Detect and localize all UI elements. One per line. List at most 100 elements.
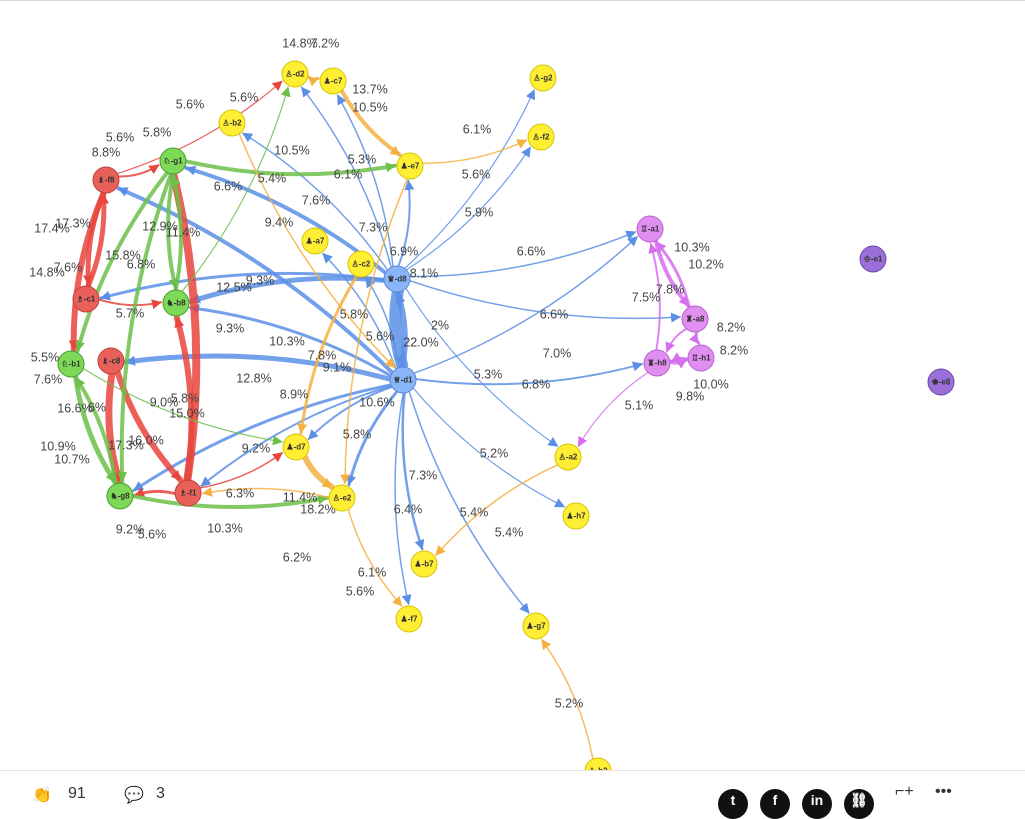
node-g1[interactable]: ♘-g1 (159, 147, 187, 175)
edge-d8-b2 (242, 132, 389, 271)
node-circle[interactable] (681, 305, 709, 333)
node-h8[interactable]: ♜-h8 (643, 349, 671, 377)
node-f8[interactable]: ♝-f8 (92, 166, 120, 194)
node-circle[interactable] (328, 484, 356, 512)
node-f2[interactable]: ♙-f2 (527, 123, 555, 151)
node-circle[interactable] (106, 482, 134, 510)
node-label: ♘-g1 (163, 157, 183, 166)
edge-d8-a1 (409, 230, 637, 278)
node-circle[interactable] (301, 227, 329, 255)
node-c7[interactable]: ♟-c7 (319, 67, 347, 95)
more-icon[interactable]: ••• (935, 783, 952, 800)
node-f7[interactable]: ♟-f7 (395, 605, 423, 633)
edge-label: 17.4% (34, 221, 69, 235)
node-d8[interactable]: ♛-d8 (383, 265, 411, 293)
node-c1[interactable]: ♗-c1 (72, 285, 100, 313)
edge-label: 5.6% (230, 90, 259, 104)
node-a2[interactable]: ♙-a2 (554, 443, 582, 471)
linkedin-icon[interactable]: in (802, 789, 832, 819)
node-a8[interactable]: ♜-a8 (681, 305, 709, 333)
edge-d8-a8 (409, 279, 682, 323)
edge-label: 6.3% (226, 486, 255, 500)
node-circle[interactable] (527, 123, 555, 151)
edge-label: 8.2% (717, 320, 746, 334)
node-circle[interactable] (562, 502, 590, 530)
facebook-icon[interactable]: f (760, 789, 790, 819)
node-h7[interactable]: ♟-h7 (562, 502, 590, 530)
node-circle[interactable] (396, 152, 424, 180)
node-circle[interactable] (927, 368, 955, 396)
node-circle[interactable] (218, 109, 246, 137)
node-circle[interactable] (57, 350, 85, 378)
edge-d2-c7 (306, 74, 320, 87)
node-e7[interactable]: ♟-e7 (396, 152, 424, 180)
node-circle[interactable] (643, 349, 671, 377)
edge-d1-g7 (408, 390, 530, 614)
node-g8[interactable]: ♞-g8 (106, 482, 134, 510)
node-circle[interactable] (529, 64, 557, 92)
node-circle[interactable] (410, 550, 438, 578)
edge-label: 7.3% (359, 220, 388, 234)
node-circle[interactable] (92, 166, 120, 194)
node-b2[interactable]: ♙-b2 (218, 109, 246, 137)
node-e8[interactable]: ♚-e8 (927, 368, 955, 396)
node-a1[interactable]: ♖-a1 (636, 215, 664, 243)
node-circle[interactable] (389, 366, 417, 394)
edge-f8-g1 (117, 164, 160, 178)
node-a7[interactable]: ♟-a7 (301, 227, 329, 255)
edge-b2-d1 (238, 133, 396, 369)
edge-label: 7.2% (311, 36, 340, 50)
node-e1[interactable]: ♔-e1 (859, 245, 887, 273)
node-circle[interactable] (281, 60, 309, 88)
bookmark-add-icon[interactable]: ⌐+ (895, 783, 914, 800)
node-circle[interactable] (174, 479, 202, 507)
node-circle[interactable] (395, 605, 423, 633)
node-b1[interactable]: ♘-b1 (57, 350, 85, 378)
node-d2[interactable]: ♙-d2 (281, 60, 309, 88)
edge-label: 5.6% (366, 329, 395, 343)
node-circle[interactable] (636, 215, 664, 243)
edge-label: 6.9% (390, 244, 419, 258)
edge-d1-g8 (132, 383, 393, 492)
node-b7[interactable]: ♟-b7 (410, 550, 438, 578)
node-label: ♝-c8 (102, 357, 121, 366)
node-circle[interactable] (554, 443, 582, 471)
edge-f1-b8 (173, 315, 195, 483)
node-circle[interactable] (584, 757, 612, 771)
node-circle[interactable] (159, 147, 187, 175)
node-circle[interactable] (72, 285, 100, 313)
edge-g1-e7 (184, 159, 397, 177)
clap-icon[interactable]: 👏 (32, 787, 52, 804)
node-h2[interactable]: ♙-h2 (584, 757, 612, 771)
node-g7[interactable]: ♟-g7 (522, 612, 550, 640)
node-g2[interactable]: ♙-g2 (529, 64, 557, 92)
node-label: ♛-d8 (387, 275, 407, 284)
comment-icon[interactable]: 💬 (124, 787, 144, 804)
twitter-icon[interactable]: t (718, 789, 748, 819)
node-circle[interactable] (347, 250, 375, 278)
node-circle[interactable] (687, 344, 715, 372)
edge-label: 7.3% (409, 468, 438, 482)
node-d7[interactable]: ♟-d7 (282, 433, 310, 461)
network-graph[interactable]: 14.8%7.2%5.6%5.6%13.7%10.5%5.6%5.8%8.8%1… (0, 1, 1025, 771)
edge-label: 5.9% (465, 205, 494, 219)
node-h1[interactable]: ♖-h1 (687, 344, 715, 372)
node-circle[interactable] (859, 245, 887, 273)
node-b8[interactable]: ♞-b8 (162, 289, 190, 317)
node-circle[interactable] (282, 433, 310, 461)
node-circle[interactable] (522, 612, 550, 640)
node-c2[interactable]: ♙-c2 (347, 250, 375, 278)
node-label: ♗-f1 (180, 489, 198, 498)
node-circle[interactable] (319, 67, 347, 95)
graph-canvas[interactable]: 14.8%7.2%5.6%5.6%13.7%10.5%5.6%5.8%8.8%1… (0, 0, 1025, 771)
node-f1[interactable]: ♗-f1 (174, 479, 202, 507)
link-icon[interactable]: ⛓ (844, 789, 874, 819)
node-c8[interactable]: ♝-c8 (97, 347, 125, 375)
node-label: ♙-c2 (352, 260, 371, 269)
node-circle[interactable] (383, 265, 411, 293)
node-e2[interactable]: ♙-e2 (328, 484, 356, 512)
edge-label: 5.8% (143, 125, 172, 139)
node-circle[interactable] (97, 347, 125, 375)
node-d1[interactable]: ♕-d1 (389, 366, 417, 394)
node-circle[interactable] (162, 289, 190, 317)
